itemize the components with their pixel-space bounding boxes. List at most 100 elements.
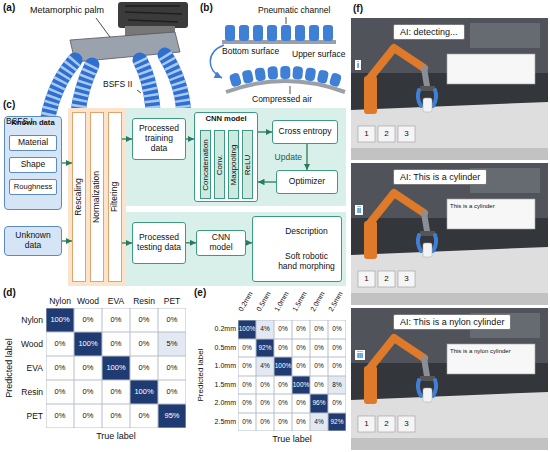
node-label: AI: This is a cylinder	[400, 172, 480, 182]
flow-arrow	[62, 240, 72, 241]
part-label: Upper surface	[292, 50, 345, 60]
part-label: BSFS I	[6, 117, 33, 127]
model-box: CNN modelConcatenationConv.MaxpoolingReL…	[194, 112, 258, 202]
matrix-cell: 0%	[256, 413, 274, 432]
flow-arrow	[122, 138, 132, 139]
layer-strip: Maxpooling	[228, 130, 239, 199]
matrix-cell: 0%	[130, 356, 158, 380]
vertical-label: Conv.	[215, 154, 224, 174]
data-item: Material	[9, 135, 57, 151]
node-label: Shape	[21, 160, 46, 170]
row-header: 0.5mm	[204, 339, 236, 358]
panel-number: iii	[355, 350, 365, 360]
panel-letter: (a)	[3, 2, 15, 14]
row-header: EVA	[8, 356, 43, 380]
process-box: Cross entropy	[272, 120, 338, 144]
column-header: 1.0mm	[273, 290, 291, 313]
flow-arrow	[186, 242, 196, 243]
matrix-cell: 0%	[274, 394, 292, 413]
matrix-cell: 0%	[256, 394, 274, 413]
matrix-cell: 0%	[130, 404, 158, 428]
flow-arrow	[122, 242, 132, 243]
row-header: Nylon	[8, 308, 43, 332]
bin-number: 1	[358, 126, 375, 142]
process-strip: Rescaling	[72, 112, 86, 282]
matrix-cell: 0%	[158, 380, 186, 404]
matrix-cell: 0%	[74, 380, 102, 404]
flow-arrow	[186, 138, 194, 139]
vertical-label: Maxpooling	[229, 144, 238, 185]
panel-letter: (b)	[200, 2, 213, 14]
bin-number: 1	[358, 271, 375, 287]
node-label: Cross entropy	[279, 127, 332, 137]
node-label: Processed training data	[136, 124, 182, 153]
matrix-cell: 0%	[102, 404, 130, 428]
node-label: Soft robotic hand morphing	[275, 252, 338, 272]
preprocess-band	[68, 108, 126, 286]
column-header: Wood	[74, 297, 102, 307]
part-label: Bottom surface	[222, 47, 279, 57]
model-box: CNN model	[196, 230, 246, 256]
data-box: Unknown data	[4, 226, 62, 256]
panel-letter: (d)	[3, 287, 16, 299]
matrix-cell: 0%	[292, 394, 310, 413]
matrix-cell: 0%	[274, 320, 292, 339]
matrix-cell: 92%	[256, 339, 274, 358]
matrix-cell: 0%	[238, 394, 256, 413]
panel-letter: (e)	[194, 287, 206, 299]
data-box: Processed training data	[132, 118, 186, 160]
flow-arrow	[306, 144, 307, 170]
matrix-cell: 0%	[238, 339, 256, 358]
layer-strip: Conv.	[214, 130, 225, 199]
matrix-cell: 0%	[274, 376, 292, 395]
part-label: BSFS II	[103, 80, 132, 90]
vertical-label: Filtering	[110, 182, 120, 212]
speech-callout: AI: This is a cylinder	[393, 169, 487, 185]
data-group: Known dataMaterialShapeRoughness	[4, 116, 62, 210]
matrix-cell: 0%	[310, 320, 328, 339]
vertical-label: Concatenation	[201, 139, 210, 191]
process-strip: Filtering	[108, 112, 122, 282]
row-header: 0.2mm	[204, 320, 236, 339]
row-header: 2.0mm	[204, 394, 236, 413]
matrix-cell: 5%	[158, 332, 186, 356]
matrix-cell: 4%	[256, 320, 274, 339]
matrix-cell: 0%	[238, 413, 256, 432]
node-label: Roughness	[14, 183, 53, 192]
matrix-cell: 0%	[46, 332, 74, 356]
part-label: Metamorphic palm	[30, 5, 104, 15]
part-label: Compressed air	[252, 95, 312, 105]
column-header: Resin	[130, 297, 158, 307]
node-label: Description	[285, 227, 328, 237]
matrix-cell: 0%	[102, 308, 130, 332]
vertical-label: Rescaling	[74, 178, 84, 215]
matrix-cell: 0%	[74, 356, 102, 380]
matrix-cell: 0%	[328, 320, 346, 339]
flow-arrow	[258, 181, 276, 182]
vertical-label: Normalization	[92, 171, 102, 223]
bin-number: 2	[378, 271, 395, 287]
node-label: AI: detecting...	[400, 27, 458, 37]
matrix-cell: 0%	[102, 332, 130, 356]
bin-number: 2	[378, 126, 395, 142]
matrix-cell: 100%	[130, 380, 158, 404]
layer-strip: Concatenation	[200, 130, 211, 199]
matrix-cell: 4%	[256, 357, 274, 376]
matrix-cell: 100%	[238, 320, 256, 339]
data-item: Roughness	[9, 179, 57, 195]
output-box: DescriptionSoft robotic hand morphing	[252, 216, 342, 282]
column-header: Nylon	[46, 297, 74, 307]
node-label: Unknown data	[8, 231, 58, 251]
screen-text: This is a nylon cylinder	[450, 348, 511, 355]
screen-text: This is a cylinder	[450, 203, 495, 210]
matrix-cell: 0%	[158, 356, 186, 380]
matrix-cell: 0%	[310, 376, 328, 395]
matrix-cell: 0%	[310, 339, 328, 358]
matrix-cell: 0%	[74, 404, 102, 428]
matrix-cell: 0%	[238, 376, 256, 395]
row-header: 1.5mm	[204, 376, 236, 395]
matrix-cell: 0%	[158, 308, 186, 332]
matrix-cell: 0%	[274, 413, 292, 432]
axis-title: Predicted label	[196, 349, 205, 402]
